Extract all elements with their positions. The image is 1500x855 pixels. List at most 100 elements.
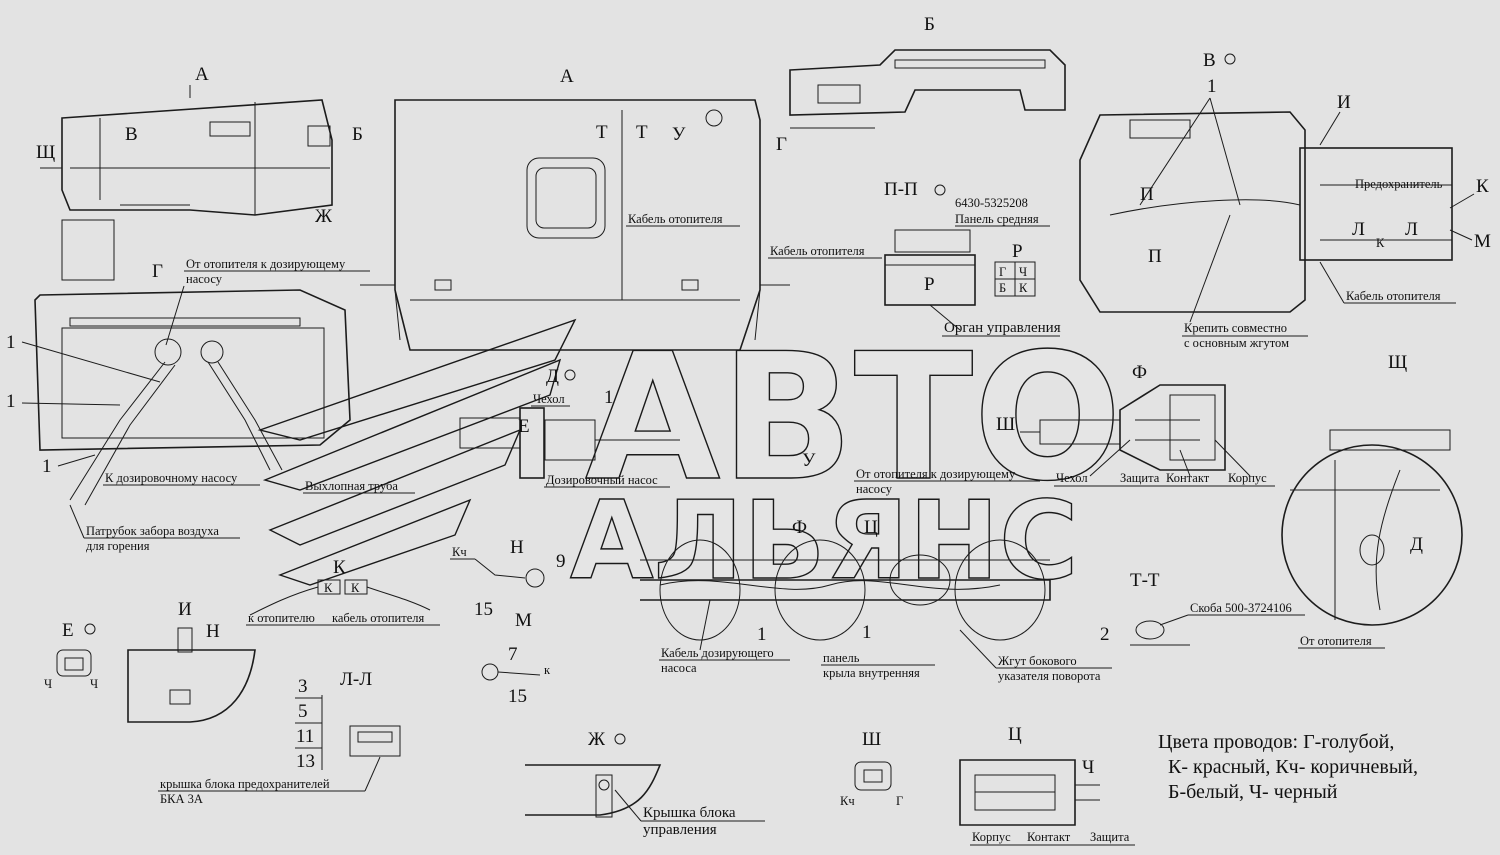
view-shch-arrow-label: Щ [36,142,55,163]
wing-panel-line1: панель [823,651,860,665]
pin-kch: Кч [452,545,467,559]
view-g-arrow-label: Г [776,134,787,155]
to-heater-label: к отопителю [248,611,315,625]
view-v-title: В [1203,50,1216,71]
view-e-connector: Е Ч Ч [44,620,98,691]
contact-label-f: Контакт [1166,471,1210,485]
heater-cable-label-v: Кабель отопителя [1346,289,1441,303]
intake-line2: для горения [86,539,150,553]
view-a-main-title: А [560,66,574,87]
from-heater-u-line2: насосу [856,482,893,496]
protection-label-f: Защита [1120,471,1160,485]
view-i-detail: И Н [127,599,256,723]
view-e-arrow-label: Е [518,416,530,437]
from-heater-shch-label: От отопителя [1300,634,1372,648]
callout-11: 11 [296,726,314,747]
view-b: Б Г [776,14,1066,155]
view-n-title: Н [510,537,524,558]
view-v-cab-interior: В 1 П П И Предохранитель Л Л К К М Кабел… [1079,50,1491,350]
contact-label-ts: Контакт [1027,830,1071,844]
protection-label-ts: Защита [1090,830,1130,844]
fuse-label: Предохранитель [1355,177,1443,191]
pin-k-v: К [1376,236,1385,250]
section-p-bottom: П [1148,246,1162,267]
view-ll-fuse-cover: Л-Л 3 5 11 13 крышка блока предохранител… [158,669,401,806]
pump-cable-line1: Кабель дозирующего [661,646,774,660]
pin-k-left: К [324,581,333,595]
view-sh-arrow-label: Ш [996,414,1015,435]
pin-k-right: К [351,581,360,595]
section-l-right: Л [1405,219,1418,240]
body-label-f: Корпус [1228,471,1267,485]
view-b-arrow-label: Б [352,124,363,145]
from-heater-g-line1: От отопителя к дозирующему [186,257,346,271]
view-a-cab-rear: А Т Т У Кабель отопителя [360,66,790,351]
section-f-arrow: Ф [792,517,807,538]
fuse-cover-line2: БКА 3А [160,792,203,806]
view-m-arrow-label: М [1474,231,1491,252]
view-zh-control-cover: Ж Крышка блока управления [525,729,765,838]
view-n-terminal: Н Кч 9 15 [450,537,566,620]
view-u-title: У [802,450,816,471]
pin-g-sh: Г [896,794,903,808]
watermark-line2: АЛЬЯНС [570,479,1078,604]
callout-1-v: 1 [1207,76,1217,97]
view-pp-control-unit: П-П 6430-5325208 Панель средняя Кабель о… [768,179,1061,337]
view-u-wing-panel: У От отопителя к дозирующему насосу Ф Ц … [640,450,1112,683]
view-d-arrow-label: Д [1410,534,1423,555]
intake-line1: Патрубок забора воздуха [86,524,219,538]
fix-note-line1: Крепить совместно [1184,321,1287,335]
view-shch-title: Щ [1388,352,1407,373]
view-tt-bracket: Т-Т Скоба 500-3724106 2 [1100,570,1305,646]
view-ll-title: Л-Л [340,669,372,690]
view-k-title: К [333,557,346,578]
pin-g: Г [999,265,1006,279]
view-g-title: Г [152,261,163,282]
wire-colors-line1: Цвета проводов: Г-голубой, [1158,731,1394,753]
fuse-cover-line1: крышка блока предохранителей [160,777,330,791]
callout-1-b: 1 [6,391,16,412]
view-r-title: Р [1012,241,1023,262]
view-i-title: И [178,599,192,620]
section-ts-arrow: Ц [864,517,878,538]
pump-cable-line2: насоса [661,661,697,675]
view-i-arrow-label: И [1337,92,1351,113]
pin-kch-sh: Кч [840,794,855,808]
exhaust-label: Выхлопная труба [305,479,398,493]
pin-b: Б [999,281,1006,295]
watermark-logo: АВТО АЛЬЯНС [257,316,1123,605]
callout-9: 9 [556,551,566,572]
callout-7: 7 [508,644,518,665]
view-k-connector: К К К к отопителю кабель отопителя [246,557,440,626]
view-a-top-label: А [195,64,209,85]
turn-harness-line1: Жгут бокового [998,654,1077,668]
pin-ch-e-left: Ч [44,677,52,691]
panel-middle-label: Панель средняя [955,212,1039,226]
callout-1-c: 1 [42,456,52,477]
view-n-arrow-label: Н [206,621,220,642]
control-cover-line1: Крышка блока [643,805,736,821]
view-d-pump: Д Чехол 1 Е Дозировочный насос [459,366,680,488]
pin-k-m: к [544,663,551,677]
view-e-title: Е [62,620,74,641]
pin-k: К [1019,281,1028,295]
view-zh-title: Ж [588,729,606,750]
bracket-label: Скоба 500-3724106 [1190,601,1292,615]
view-m-title: М [515,610,532,631]
part-number-label: 6430-5325208 [955,196,1028,210]
view-a-cab-side: А В Б Щ Ж [36,64,363,281]
section-p-top: П [1140,184,1154,205]
to-pump-label: К дозировочному насосу [105,471,238,485]
view-ts-title: Ц [1008,724,1022,745]
cover-label-f: Чехол [1056,471,1088,485]
view-sh-title: Ш [862,729,881,750]
pin-ch: Ч [1019,265,1027,279]
from-heater-u-line1: От отопителя к дозирующему [856,467,1016,481]
wire-color-legend: Цвета проводов: Г-голубой, К- красный, К… [1158,731,1418,803]
pin-ch-e-right: Ч [90,677,98,691]
cover-label: Чехол [533,392,565,406]
heater-cable-label-a: Кабель отопителя [628,212,723,226]
view-zh-arrow-label: Ж [315,206,333,227]
